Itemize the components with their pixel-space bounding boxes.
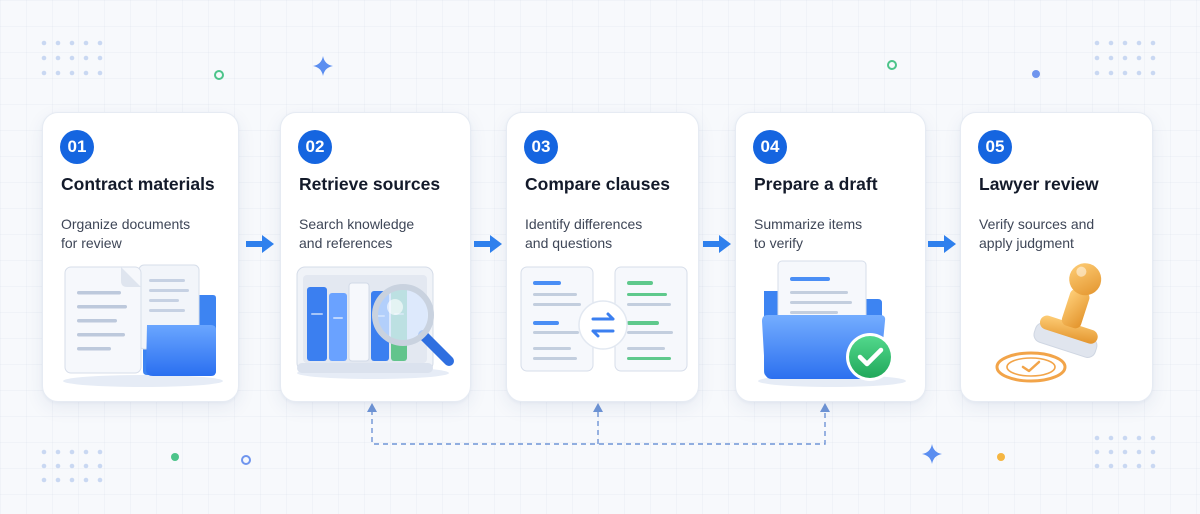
step-number-badge: 04	[753, 130, 787, 164]
step-title: Contract materials	[61, 174, 215, 194]
step-description: Identify differences and questions	[525, 216, 643, 251]
step-card-5: 05 Lawyer review Verify sources and appl…	[960, 112, 1153, 402]
documents-folder-icon	[63, 264, 223, 387]
step-card-2: 02 Retrieve sources Search knowledge and…	[280, 112, 471, 402]
bookshelf-magnifier-icon	[296, 266, 454, 379]
flow-arrow-icon	[246, 235, 274, 253]
approval-stamp-icon	[995, 263, 1102, 383]
flow-arrow-icon	[474, 235, 502, 253]
step-title: Prepare a draft	[754, 174, 878, 194]
step-card-1: 01 Contract materials Organize documents…	[42, 112, 239, 402]
flow-arrow-icon	[703, 235, 731, 253]
step-card-3: 03 Compare clauses Identify differences …	[506, 112, 699, 402]
folder-check-icon	[758, 260, 906, 387]
step-title: Retrieve sources	[299, 174, 441, 194]
loop-arrow-head	[593, 403, 603, 412]
loop-arrow-head	[367, 403, 377, 412]
step-title: Lawyer review	[979, 174, 1099, 194]
step-number-badge: 05	[978, 130, 1012, 164]
step-number-badge: 01	[60, 130, 94, 164]
step-number-badge: 03	[524, 130, 558, 164]
step-card-4: 04 Prepare a draft Summarize items to ve…	[735, 112, 926, 402]
step-description: Verify sources and apply judgment	[979, 216, 1095, 251]
loop-arrow-head	[820, 403, 830, 412]
step-description: Summarize items to verify	[754, 216, 863, 251]
step-title: Compare clauses	[525, 174, 670, 194]
step-description: Organize documents for review	[61, 216, 191, 251]
step-description: Search knowledge and references	[299, 216, 415, 251]
compare-documents-icon	[520, 266, 688, 372]
step-number-badge: 02	[298, 130, 332, 164]
flow-arrow-icon	[928, 235, 956, 253]
